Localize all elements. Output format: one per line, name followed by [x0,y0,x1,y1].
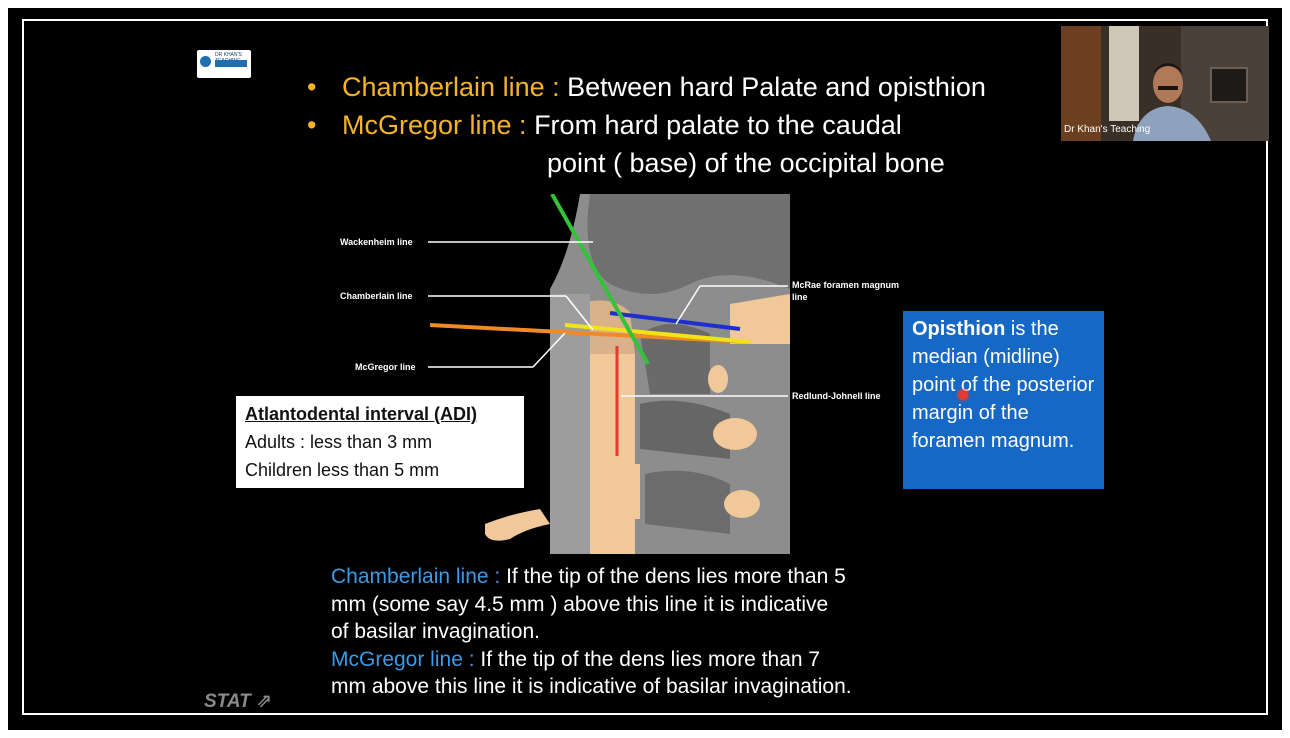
label-wackenheim: Wackenheim line [340,237,413,247]
opisthion-box: Opisthion is the median (midline) point … [903,311,1104,489]
stat-watermark: STAT ⇗ [204,690,272,713]
note-text: If the tip of the dens lies more than 5 [500,565,846,588]
laser-pointer [958,390,968,400]
label-mcrae: McRae foramen magnum [792,280,899,290]
adi-adults: Adults : less than 3 mm [245,428,515,456]
opisthion-term: Opisthion [912,318,1005,340]
label-redlund: Redlund-Johnell line [792,391,881,401]
notes: Chamberlain line : If the tip of the den… [331,563,852,701]
note-key: McGregor line : [331,648,475,671]
note-chamberlain-3: of basilar invagination. [331,618,852,646]
note-key: Chamberlain line : [331,565,500,588]
label-chamberlain: Chamberlain line [340,291,413,301]
note-chamberlain-1: Chamberlain line : If the tip of the den… [331,563,852,591]
label-mcgregor: McGregor line [355,362,416,372]
note-chamberlain-2: mm (some say 4.5 mm ) above this line it… [331,591,852,619]
adi-box: Atlantodental interval (ADI) Adults : le… [236,396,524,488]
note-mcgregor-1: McGregor line : If the tip of the dens l… [331,646,852,674]
adi-title: Atlantodental interval (ADI) [245,400,515,428]
note-mcgregor-2: mm above this line it is indicative of b… [331,673,852,701]
adi-children: Children less than 5 mm [245,456,515,484]
label-mcrae-cont: line [792,292,808,302]
note-text: If the tip of the dens lies more than 7 [475,648,821,671]
